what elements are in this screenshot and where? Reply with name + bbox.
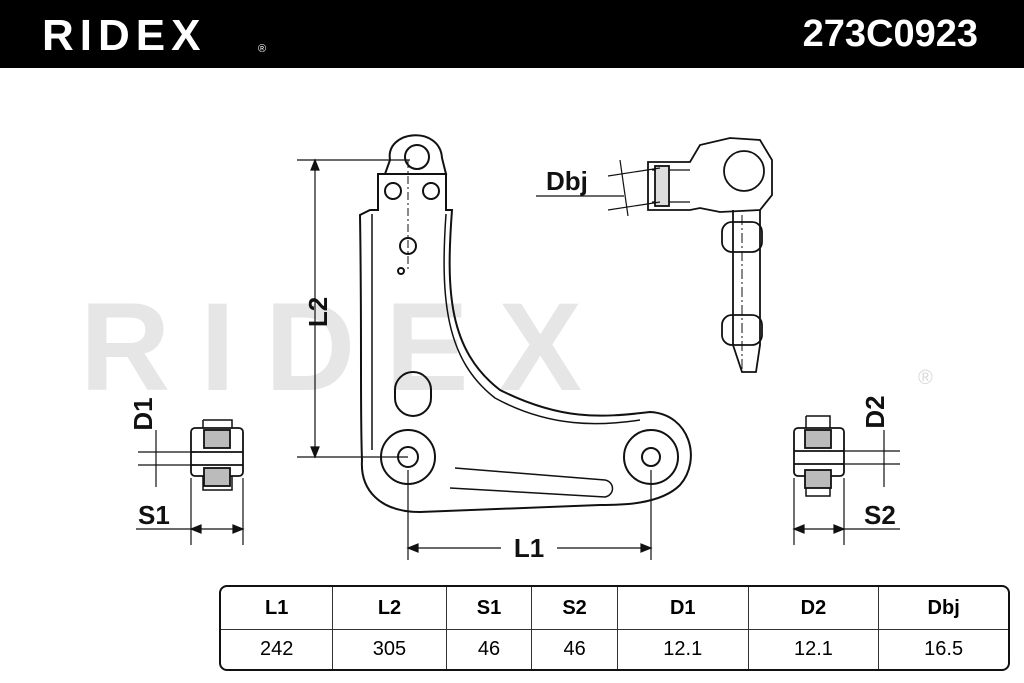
bushing-left-rubber-bottom [203,467,231,487]
value-s1: 46 [445,629,533,669]
header-s1: S1 [445,587,533,630]
label-s1: S1 [138,500,170,530]
control-arm [358,134,692,514]
bushing-right-rubber-bottom [804,469,832,489]
ball-joint-ball [723,150,765,192]
dimension-l2 [297,158,410,459]
header-bar: RIDEX ® 273C0923 [0,0,1024,68]
value-l1: 242 [221,629,334,669]
watermark-text: RIDEX [80,278,612,417]
logo-registered-mark: ® [258,43,266,55]
spec-table-header-row: L1 L2 S1 S2 D1 D2 Dbj [221,587,1008,630]
mount-hole-4 [397,267,405,275]
watermark-registered-mark: ® [918,367,933,389]
header-d1: D1 [616,587,749,630]
top-eye [383,134,448,175]
bushing-right [793,415,845,497]
dimension-s1 [136,478,245,545]
label-l2: L2 [303,297,333,327]
label-dbj: Dbj [546,166,588,196]
dimension-s2 [792,478,900,545]
header-l2: L2 [332,587,447,630]
dimension-l1 [406,470,653,560]
dimension-dbj [536,159,661,217]
header-d2: D2 [747,587,880,630]
part-number: 273C0923 [802,13,978,55]
value-s2: 46 [531,629,618,669]
label-d1: D1 [128,397,158,430]
spec-table-value-row: 242 305 46 46 12.1 12.1 16.5 [221,629,1008,669]
rear-bushing-inner [641,447,661,467]
top-eye-hole [404,144,430,170]
header-dbj: Dbj [878,587,1008,630]
bushing-right-rubber-top [804,429,832,449]
value-d2: 12.1 [747,629,880,669]
ball-joint-boot [654,165,670,207]
technical-drawing: RIDEX ® L2 [80,134,933,563]
arm-slot [449,467,614,498]
ball-joint [647,137,773,373]
label-d2: D2 [860,395,890,428]
mount-hole-2 [422,182,440,200]
arm-outline [358,173,692,514]
header-l1: L1 [221,587,334,630]
dimension-d2 [840,430,900,487]
ridex-logo: RIDEX ® [42,11,266,60]
label-s2: S2 [864,500,896,530]
value-dbj: 16.5 [878,629,1008,669]
bushing-left-rubber-top [203,429,231,449]
mount-hole-3 [399,237,417,255]
arm-window [394,371,432,417]
ball-joint-stud [732,210,761,373]
mount-hole-1 [384,182,402,200]
ball-joint-housing [647,137,773,213]
logo-text: RIDEX [42,11,206,60]
value-d1: 12.1 [616,629,749,669]
watermark: RIDEX ® [80,278,933,417]
bushing-left [190,419,244,491]
dimension-d1 [138,430,196,487]
header-s2: S2 [531,587,618,630]
arm-inner-edge [371,213,641,450]
value-l2: 305 [332,629,447,669]
spec-table: L1 L2 S1 S2 D1 D2 Dbj 242 305 46 46 12.1… [219,585,1010,671]
label-l1: L1 [514,533,544,563]
